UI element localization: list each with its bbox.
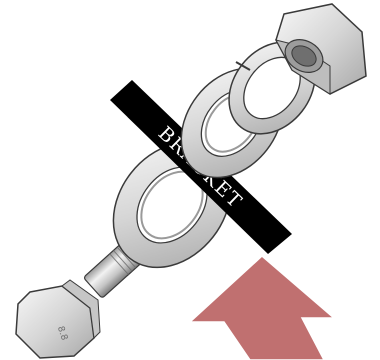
force-arrow	[190, 256, 334, 360]
bolt-head: 8.8	[16, 280, 100, 358]
